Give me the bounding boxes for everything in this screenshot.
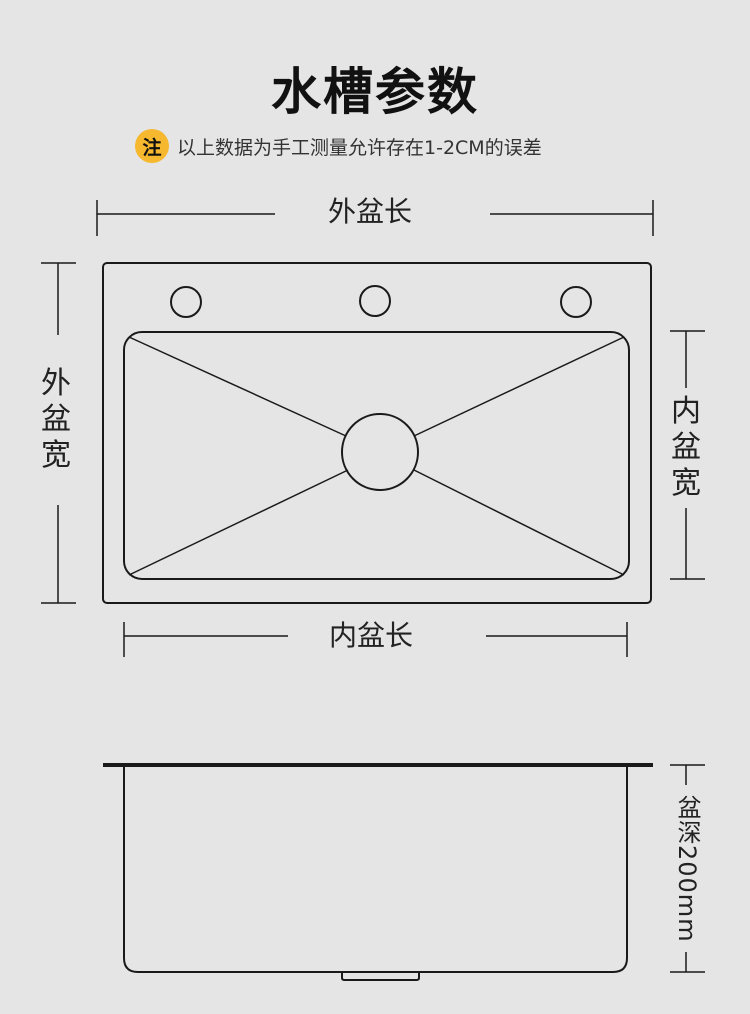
page-title: 水槽参数 [271, 63, 479, 121]
slope-line [413, 469, 625, 576]
drain-outline [341, 413, 419, 491]
inner-width-label: 内盆宽 [671, 394, 701, 501]
depth-dimension [670, 764, 705, 973]
slope-line [413, 336, 625, 437]
inner-length-dimension [123, 622, 628, 657]
inner-length-label: 内盆长 [329, 619, 414, 652]
inner-width-dimension [670, 330, 705, 580]
slope-line [128, 336, 347, 437]
outer-width-label: 外盆宽 [41, 366, 71, 473]
inner-basin-outline [123, 331, 630, 580]
faucet-hole-right [560, 286, 592, 318]
faucet-hole-center [359, 285, 391, 317]
note-badge: 注 [135, 129, 169, 163]
measurement-note: 注 以上数据为手工测量允许存在1-2CM的误差 [135, 128, 542, 164]
depth-label: 盆深200mm [673, 795, 701, 943]
slope-line [128, 469, 349, 576]
note-text: 以上数据为手工测量允许存在1-2CM的误差 [177, 136, 542, 159]
side-view-basin [123, 767, 628, 973]
side-view-drain [341, 972, 420, 981]
outer-length-dimension [96, 200, 654, 236]
faucet-hole-left [170, 286, 202, 318]
outer-length-label: 外盆长 [328, 195, 413, 228]
outer-basin-outline [102, 262, 652, 604]
outer-width-dimension [41, 262, 76, 604]
